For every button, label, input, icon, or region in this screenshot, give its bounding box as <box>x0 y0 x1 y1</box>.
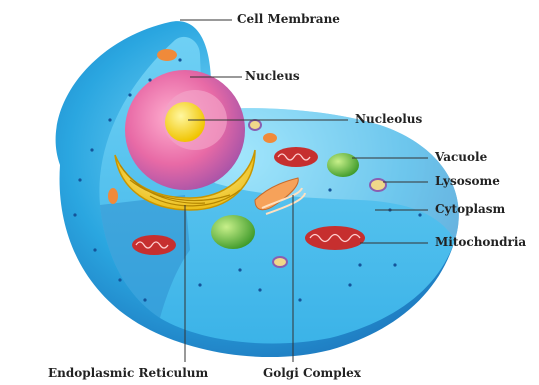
lysosome-shape-2 <box>273 257 287 267</box>
label-lysosome: Lysosome <box>435 174 500 188</box>
mitochondrion-shape-1 <box>274 147 318 167</box>
label-vacuole: Vacuole <box>435 150 487 164</box>
label-nucleus: Nucleus <box>245 69 300 83</box>
label-mitochondria: Mitochondria <box>435 235 526 249</box>
small-organelle-2 <box>263 133 277 143</box>
label-endoplasmic-reticulum: Endoplasmic Reticulum <box>48 366 208 380</box>
label-nucleolus: Nucleolus <box>355 112 422 126</box>
lysosome-shape <box>370 179 386 191</box>
mitochondrion-shape-2 <box>132 235 176 255</box>
lysosome-shape-3 <box>249 120 261 130</box>
vacuole-shape-2 <box>211 215 255 249</box>
vacuole-shape <box>327 153 359 177</box>
small-organelle-3 <box>108 188 118 204</box>
label-cytoplasm: Cytoplasm <box>435 202 505 216</box>
small-organelle <box>157 49 177 61</box>
mitochondrion-shape-3 <box>305 226 365 250</box>
label-golgi-complex: Golgi Complex <box>263 366 361 380</box>
nucleolus-shape <box>165 102 205 142</box>
label-cell-membrane: Cell Membrane <box>237 12 340 26</box>
